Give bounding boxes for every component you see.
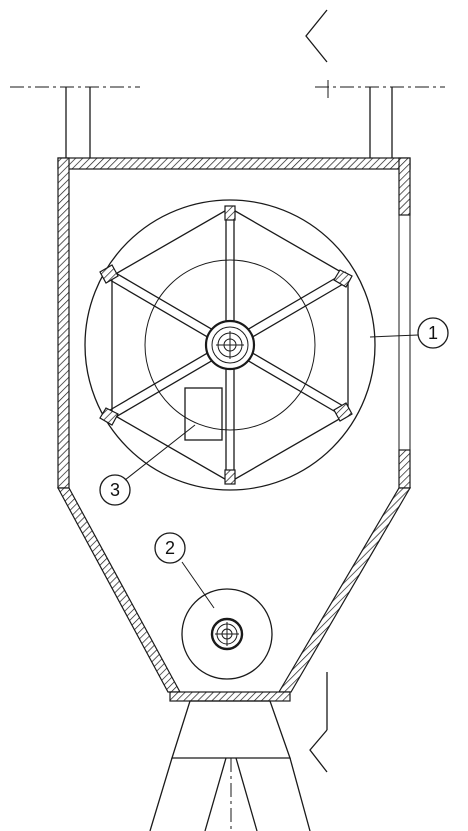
top-break-line xyxy=(305,9,328,63)
callout-1: 1 xyxy=(369,317,449,349)
callout-3-label: 3 xyxy=(110,480,120,500)
callout-2: 2 xyxy=(154,532,215,609)
callout-3: 3 xyxy=(99,424,196,506)
rotor-outer-circle xyxy=(84,199,376,491)
bottom-break-line xyxy=(309,672,328,773)
outlet-transition xyxy=(149,700,311,831)
discharge-roller xyxy=(181,588,273,680)
callout-2-label: 2 xyxy=(165,538,175,558)
right-inlet-duct xyxy=(369,87,393,160)
left-inlet-duct xyxy=(65,87,91,160)
rotor-blade-tips xyxy=(99,205,353,485)
callout-1-label: 1 xyxy=(428,323,438,343)
rotor-hub xyxy=(204,319,256,371)
rotor-side-component xyxy=(184,387,223,441)
rotor-inner-circle xyxy=(144,259,316,431)
inspection-window xyxy=(398,215,411,450)
housing-walls xyxy=(56,157,412,702)
rotor-assembly xyxy=(84,199,376,491)
